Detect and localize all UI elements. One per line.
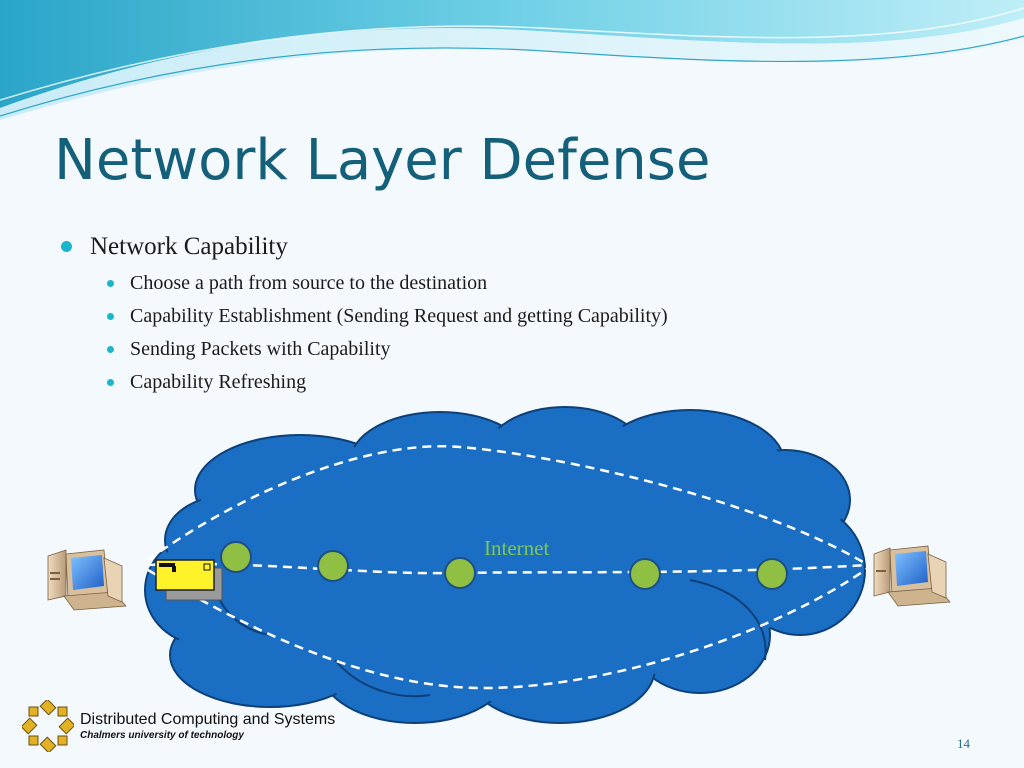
bullet-dot (107, 379, 114, 386)
slide-title: Network Layer Defense (54, 128, 711, 193)
footer-org-name: Distributed Computing and Systems (80, 711, 336, 728)
sub-bullet-capability-refreshing: Capability Refreshing (60, 367, 960, 400)
sub-bullet-text: Sending Packets with Capability (130, 338, 391, 360)
router-node (444, 557, 476, 589)
lower-path (147, 566, 869, 690)
source-computer-icon (47, 549, 127, 611)
sub-bullet-text: Choose a path from source to the destina… (130, 272, 488, 294)
sub-bullet-sending-packets: Sending Packets with Capability (60, 334, 960, 367)
page-number: 14 (957, 736, 970, 751)
router-node (317, 550, 349, 582)
upper-path (147, 445, 869, 567)
internet-label: Internet (484, 536, 549, 560)
cloud-inner-outlines (219, 579, 767, 698)
router-node (756, 558, 788, 590)
bullet-dot (107, 280, 114, 287)
dcs-logo-icon (22, 700, 74, 752)
sub-bullet-choose-path: Choose a path from source to the destina… (60, 268, 960, 301)
packet-icon (155, 559, 223, 601)
header-waves (0, 0, 1024, 120)
sub-bullet-capability-establishment: Capability Establishment (Sending Reques… (60, 301, 960, 334)
footer-university: Chalmers university of technology (80, 730, 244, 741)
destination-computer-icon (873, 545, 951, 607)
routers (220, 541, 788, 590)
bullet-dot (107, 346, 114, 353)
bullet-text: Network Capability (90, 233, 288, 260)
bullet-network-capability: Network Capability (60, 228, 960, 268)
cloud-body (149, 411, 861, 719)
bullet-dot (61, 241, 72, 252)
sub-bullet-text: Capability Establishment (Sending Reques… (130, 305, 668, 327)
bullet-dot (107, 313, 114, 320)
sub-bullet-text: Capability Refreshing (130, 371, 307, 393)
router-node (220, 541, 252, 573)
bullet-list: Network Capability Choose a path from so… (60, 228, 960, 400)
router-node (629, 558, 661, 590)
